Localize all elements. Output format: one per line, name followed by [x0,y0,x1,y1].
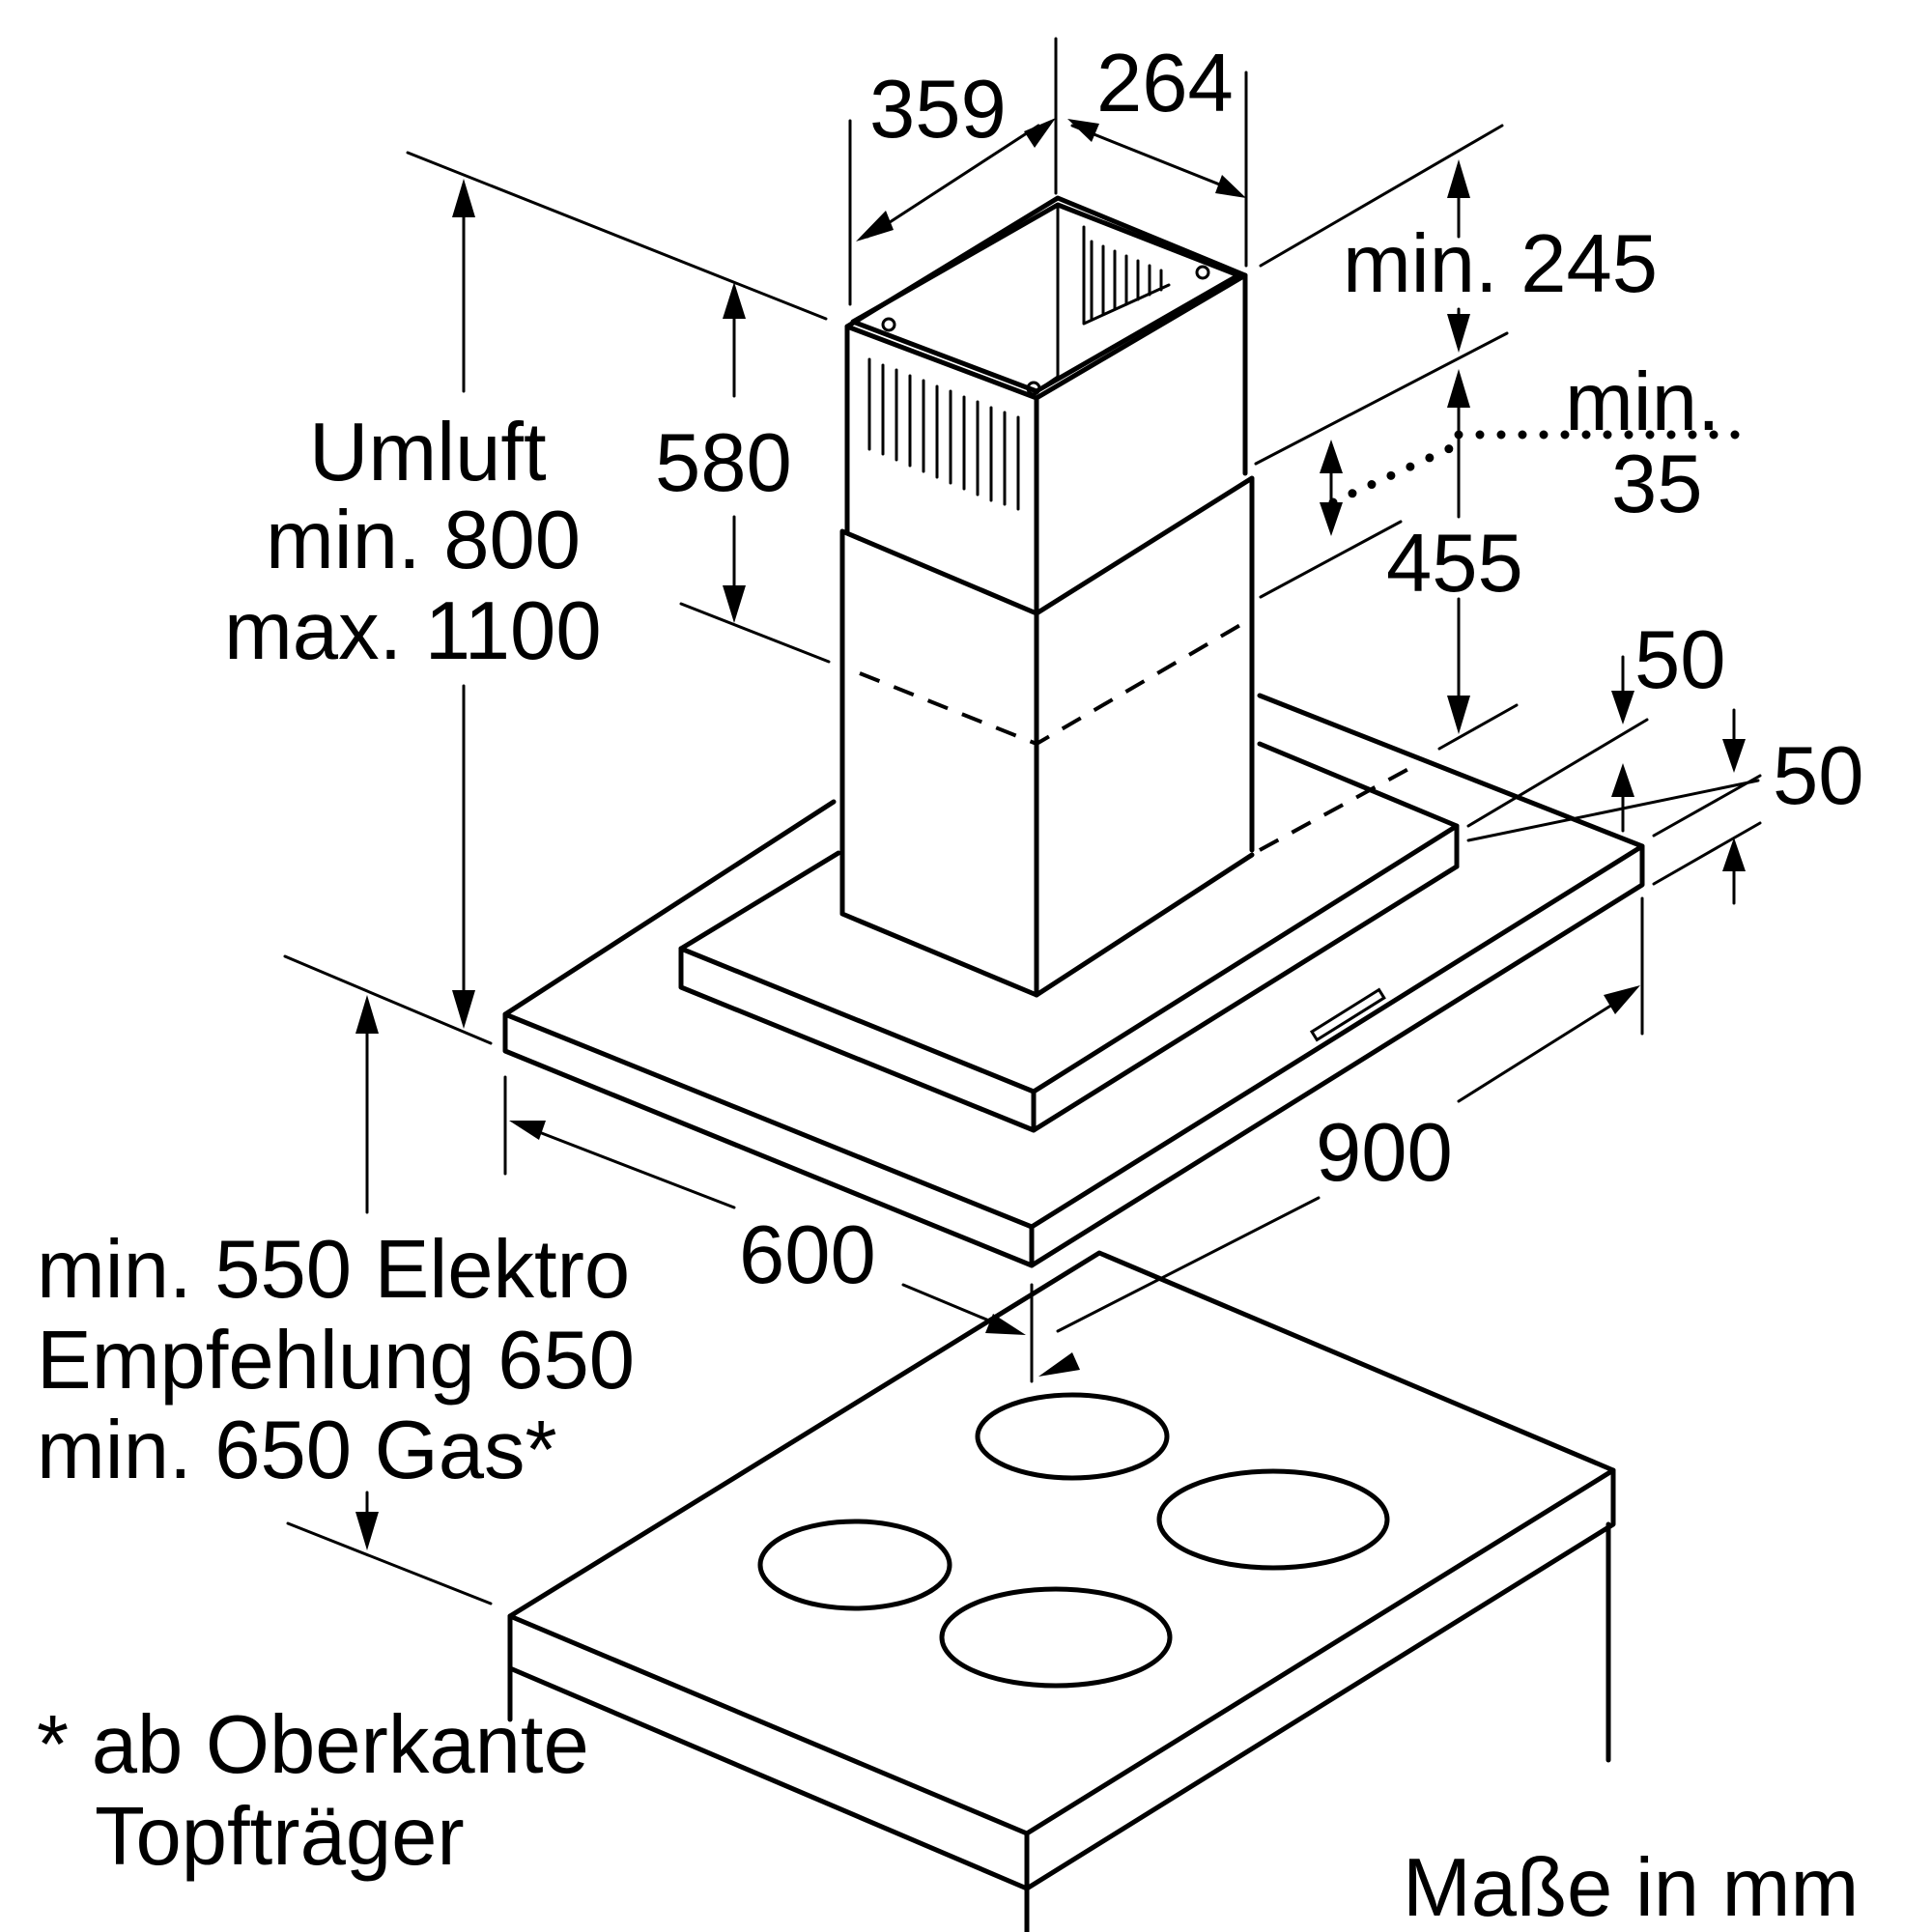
label-hood-width: 900 [1316,1107,1453,1199]
label-chimney-depth: 264 [1096,38,1234,129]
label-canopy-50-edge: 50 [1773,730,1864,822]
label-chimney-width: 359 [869,64,1007,156]
label-clearance-line1: min. 550 Elektro [37,1224,630,1316]
vent-slots-front [867,357,1020,511]
label-units: Maße in mm [1403,1842,1859,1932]
label-min-245: min. 245 [1343,218,1658,310]
lower-chimney [839,475,1411,998]
label-upper-chimney: 580 [655,417,792,509]
arrowheads [355,118,1746,1550]
burner-back [975,1392,1170,1481]
label-umluft-line3: max. 1100 [224,585,602,677]
label-clearance-line2: Empfehlung 650 [37,1315,635,1406]
control-panel [1309,987,1386,1042]
burner-front [939,1586,1173,1689]
label-footnote-line1: * ab Oberkante [37,1699,589,1791]
label-lower-chimney: 455 [1386,518,1523,610]
label-umluft-line1: Umluft [309,407,547,498]
burner-left [757,1519,952,1611]
upper-chimney [844,195,1248,616]
hood-canopy [502,693,1645,1268]
cooktop [507,1250,1616,1932]
label-hood-depth: 600 [739,1209,876,1301]
vent-slots-back [1090,240,1163,321]
label-canopy-50-top: 50 [1634,614,1726,706]
label-clearance-line3: min. 650 Gas* [37,1405,557,1496]
dimension-labels: 359 264 min. 245 min. 35 Umluft min. 800… [37,38,1864,1932]
burner-right [1156,1468,1390,1571]
label-min-35-line1: min. [1565,356,1720,448]
label-umluft-line2: min. 800 [266,495,581,586]
dimension-lines [283,37,1762,1605]
label-footnote-line2: Topfträger [95,1791,465,1883]
label-min-35-line2: 35 [1611,439,1703,530]
